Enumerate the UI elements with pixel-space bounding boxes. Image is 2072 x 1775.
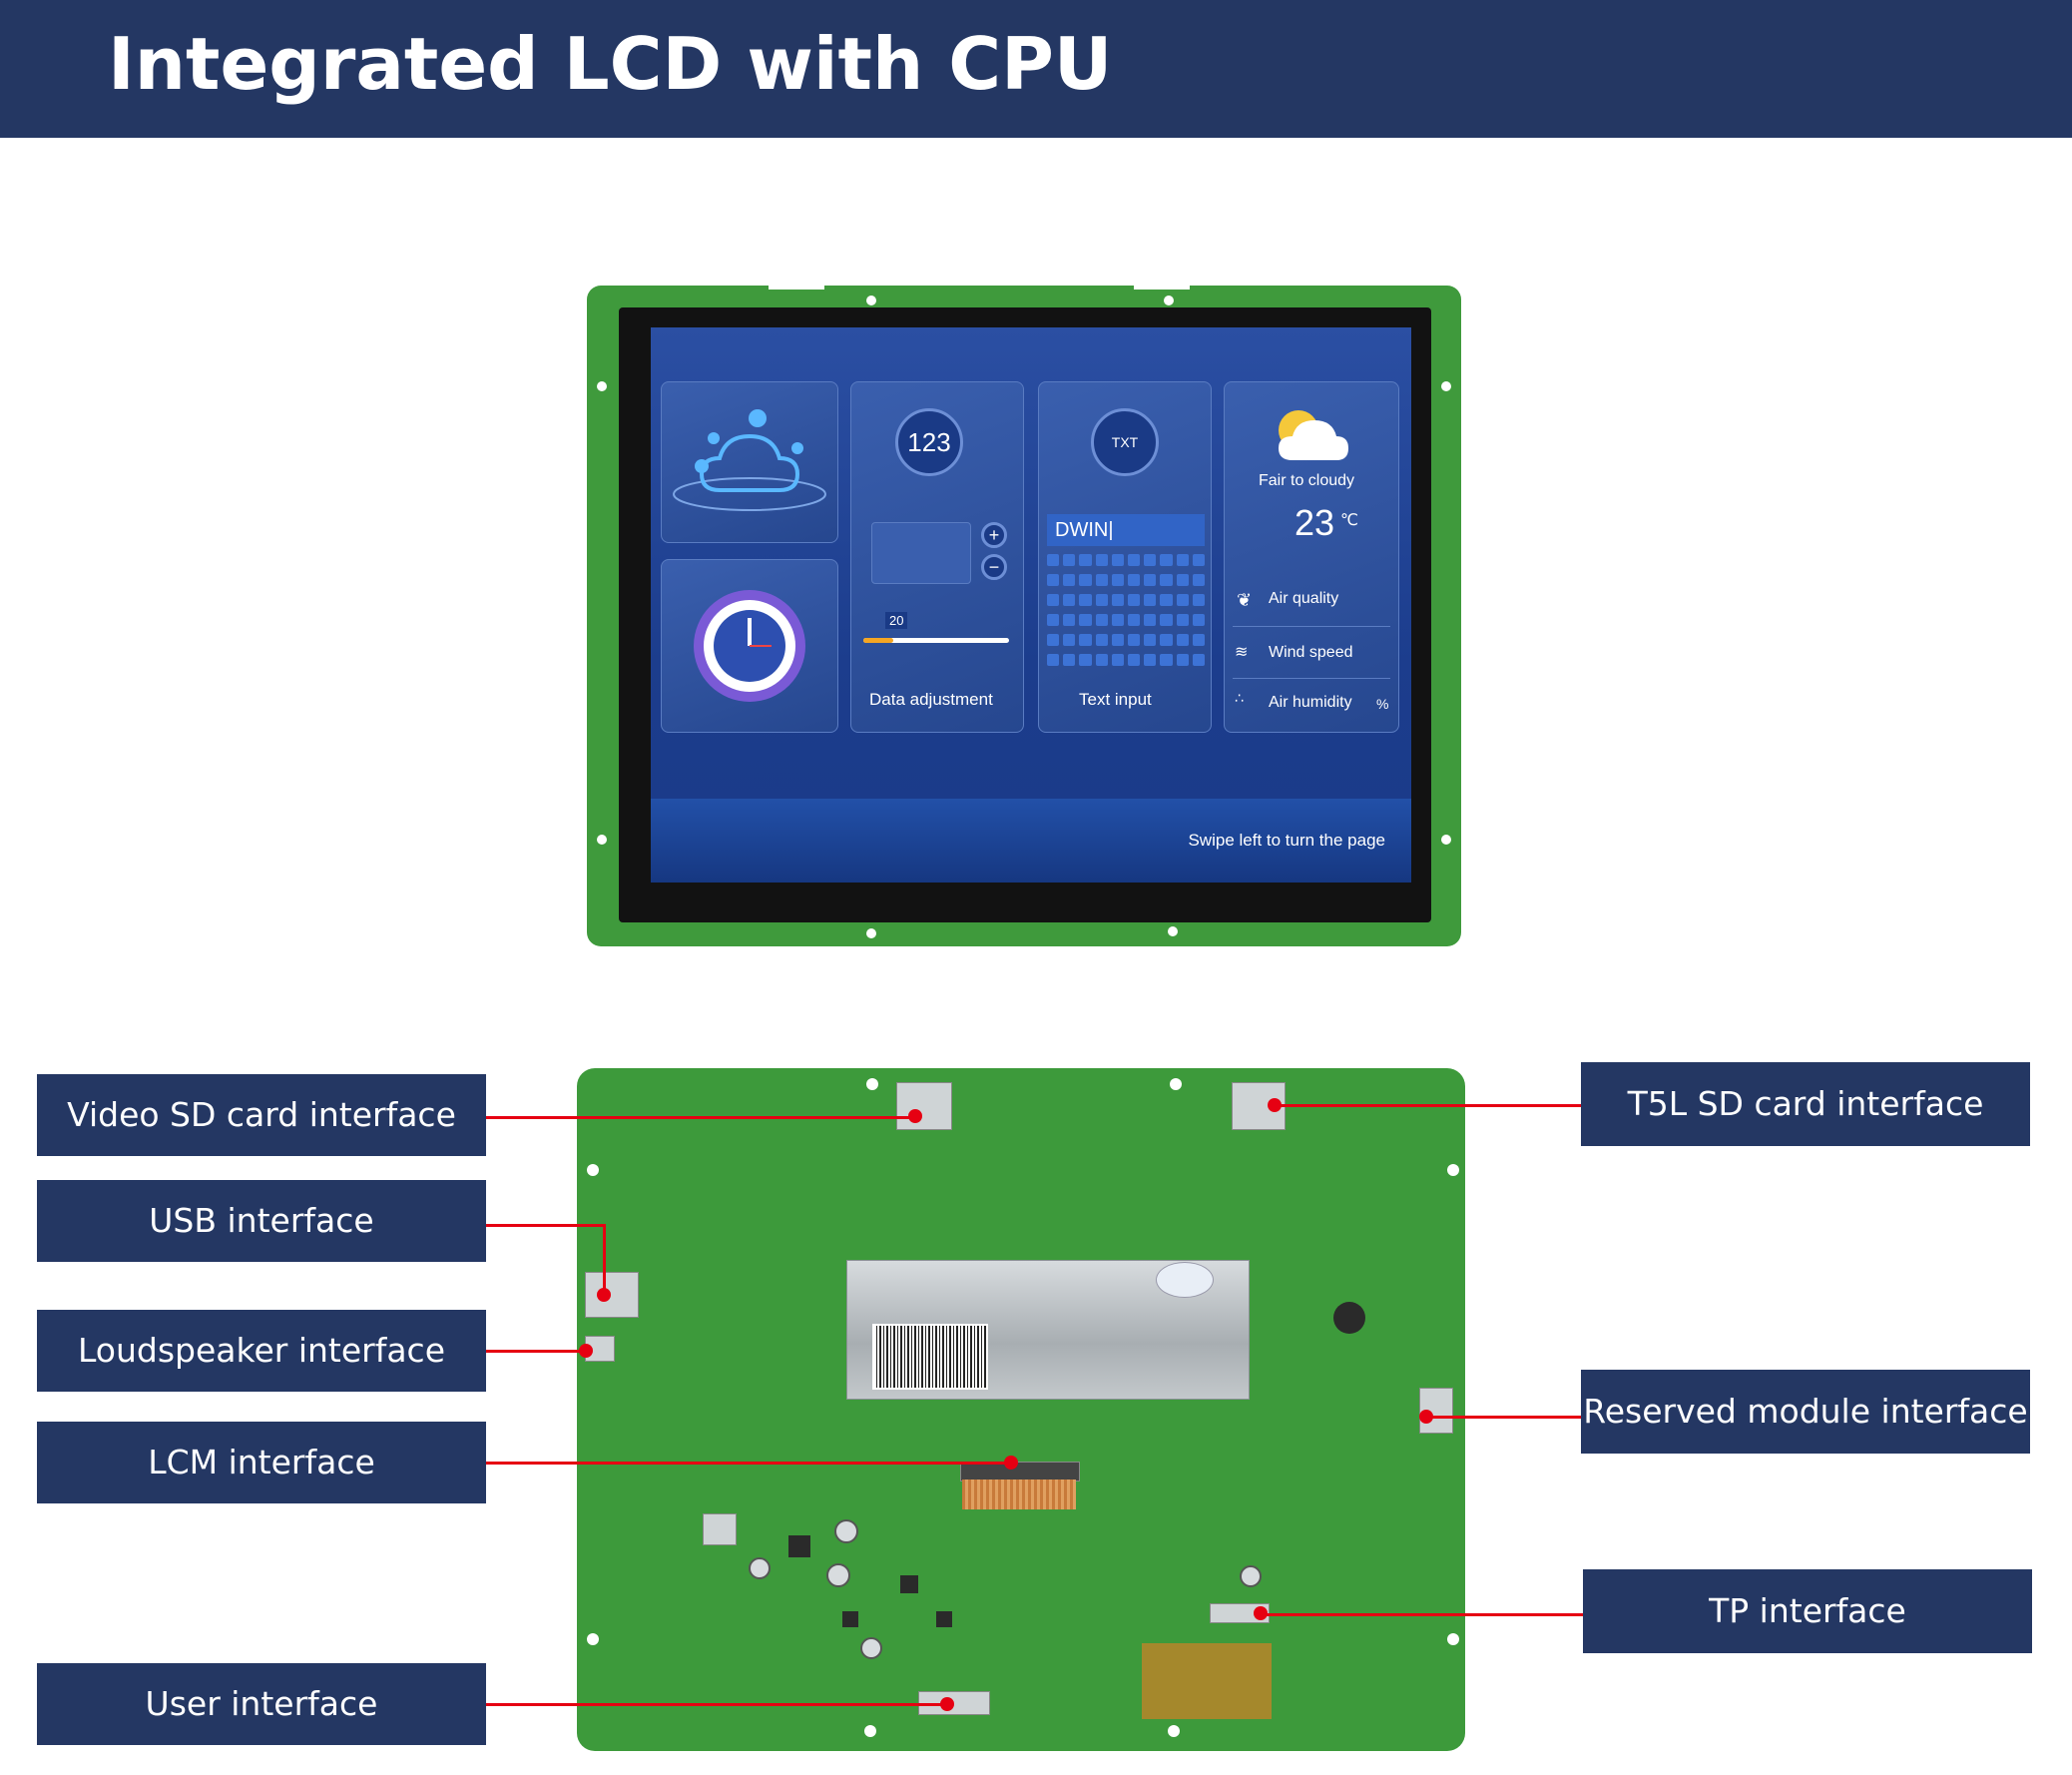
sun-cloud-icon (1279, 410, 1348, 460)
video-sd-slot (896, 1082, 952, 1130)
t5l-sd-label: T5L SD card interface (1581, 1062, 2030, 1146)
screen-footer-bar (651, 799, 1411, 883)
mount-hole (1447, 1164, 1459, 1176)
clock-icon (694, 590, 805, 702)
temperature-unit: ℃ (1340, 512, 1358, 529)
swipe-hint: Swipe left to turn the page (1188, 831, 1385, 850)
weather-condition: Fair to cloudy (1259, 472, 1355, 489)
lcm-leader (485, 1462, 1014, 1465)
data-adjustment-card[interactable]: 123 + − 20 Data adjustment (850, 381, 1024, 733)
loudspeaker-dot (579, 1344, 593, 1358)
usb-leader-vertical (603, 1224, 606, 1298)
tp-dot (1254, 1606, 1268, 1620)
mount-hole (866, 1078, 878, 1090)
lcm-fpc-connector (960, 1462, 1080, 1481)
video-sd-leader (485, 1116, 916, 1119)
mount-hole (866, 296, 876, 305)
usb-connector (585, 1272, 639, 1318)
loudspeaker-label: Loudspeaker interface (37, 1310, 486, 1392)
mount-hole (587, 1633, 599, 1645)
header-banner: Integrated LCD with CPU (0, 0, 2072, 138)
value-slider[interactable] (863, 638, 1009, 643)
clock-card[interactable] (661, 559, 838, 733)
lcm-label: LCM interface (37, 1422, 486, 1503)
weather-cloud-card[interactable] (661, 381, 838, 543)
text-input-label: Text input (1079, 690, 1152, 709)
user-dot (940, 1697, 954, 1711)
lcd-screen[interactable]: 123 + − 20 Data adjustment TXT DWIN| Tex… (651, 327, 1411, 883)
video-sd-label: Video SD card interface (37, 1074, 486, 1156)
lcm-dot (1004, 1456, 1018, 1470)
user-leader (485, 1703, 948, 1706)
humidity-unit: % (1376, 696, 1389, 712)
cloud-icon (673, 409, 826, 511)
mount-hole (1164, 296, 1174, 305)
mount-hole (597, 381, 607, 391)
mount-hole (597, 835, 607, 845)
back-pcb-board (577, 1068, 1465, 1751)
reserved-module-dot (1419, 1410, 1433, 1424)
user-label: User interface (37, 1663, 486, 1745)
mount-hole (866, 928, 876, 938)
text-input-card[interactable]: TXT DWIN| Text input (1038, 381, 1212, 733)
data-value-display: 123 (895, 408, 963, 476)
mount-hole (864, 1725, 876, 1737)
video-sd-dot (908, 1109, 922, 1123)
slider-fill (863, 638, 893, 643)
plus-icon[interactable]: + (981, 522, 1007, 548)
air-humidity-label: Air humidity (1269, 694, 1352, 711)
weather-info-card[interactable]: Fair to cloudy 23 ℃ ❦ Air quality ≋ Wind… (1224, 381, 1399, 733)
minus-icon[interactable]: − (981, 554, 1007, 580)
data-adjustment-label: Data adjustment (869, 690, 993, 709)
tp-label: TP interface (1583, 1569, 2032, 1653)
t5l-sd-leader (1274, 1104, 1581, 1107)
loudspeaker-leader (485, 1350, 587, 1353)
mount-hole (1168, 1725, 1180, 1737)
mount-hole (587, 1164, 599, 1176)
on-screen-keyboard[interactable] (1047, 554, 1205, 670)
air-quality-label: Air quality (1269, 590, 1339, 607)
tp-leader (1262, 1613, 1583, 1616)
usb-dot (597, 1288, 611, 1302)
mount-hole (1441, 381, 1451, 391)
buzzer (1333, 1302, 1365, 1334)
mount-hole (1441, 835, 1451, 845)
txt-file-icon: TXT (1091, 408, 1159, 476)
page-title: Integrated LCD with CPU (108, 22, 1113, 106)
reserved-module-leader (1427, 1416, 1581, 1419)
mount-hole (1170, 1078, 1182, 1090)
barcode-label (872, 1324, 988, 1390)
text-input-field[interactable]: DWIN| (1047, 514, 1205, 546)
reserved-module-label: Reserved module interface (1581, 1370, 2030, 1454)
wind-icon: ≋ (1235, 644, 1249, 661)
usb-label: USB interface (37, 1180, 486, 1262)
battery-connector (703, 1513, 737, 1545)
t5l-sd-dot (1268, 1098, 1282, 1112)
slider-value: 20 (885, 612, 908, 629)
mount-hole (1168, 926, 1178, 936)
temperature-value: 23 (1295, 502, 1335, 543)
wind-speed-label: Wind speed (1269, 644, 1353, 661)
mount-hole (1447, 1633, 1459, 1645)
humidity-icon: ∴ (1235, 690, 1244, 706)
data-input-box[interactable] (871, 522, 971, 584)
leaf-icon: ❦ (1237, 590, 1253, 610)
usb-leader (485, 1224, 605, 1227)
